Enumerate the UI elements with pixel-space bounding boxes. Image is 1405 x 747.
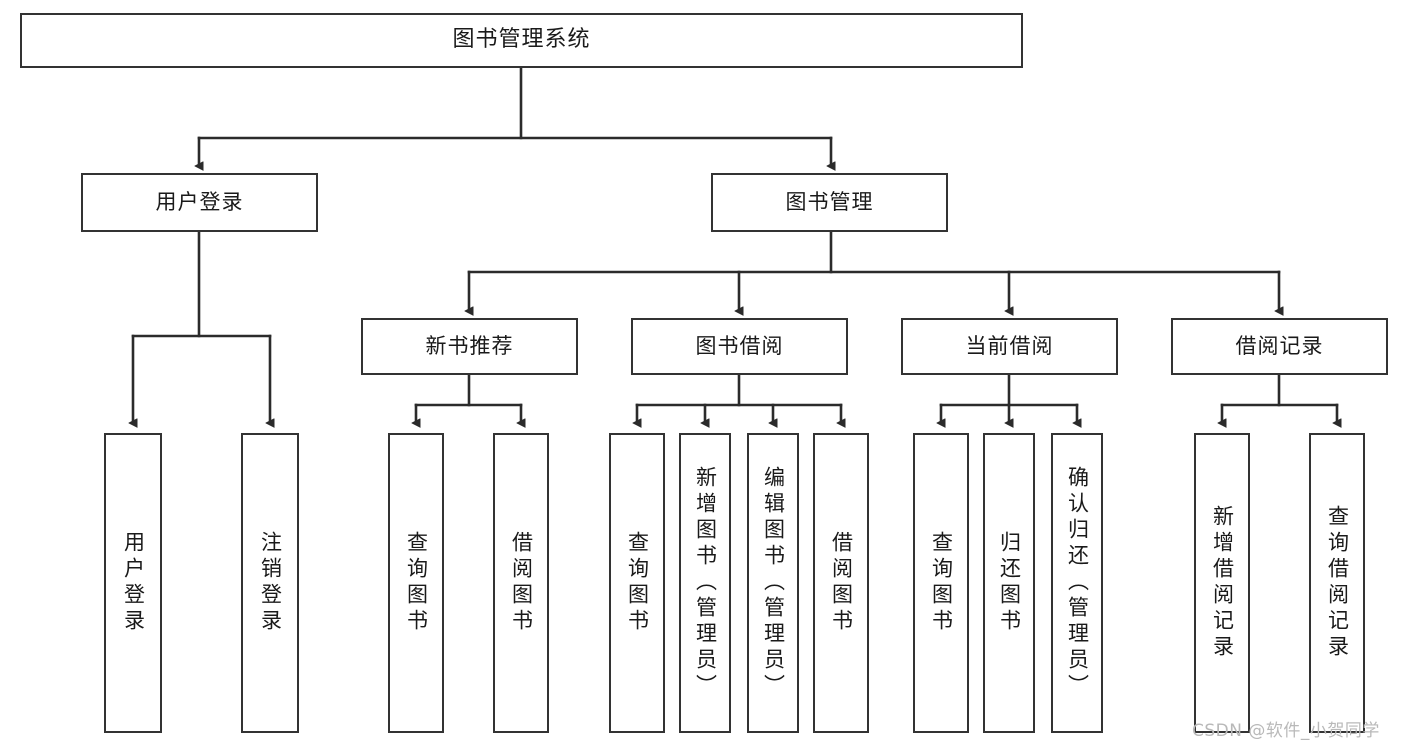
leaf-query-book-borrow[interactable]: 查询图书 <box>609 433 665 733</box>
leaf-user-login[interactable]: 用户登录 <box>104 433 162 733</box>
node-book-management[interactable]: 图书管理 <box>711 173 948 232</box>
node-book-borrow[interactable]: 图书借阅 <box>631 318 848 375</box>
node-user-login[interactable]: 用户登录 <box>81 173 318 232</box>
node-new-book-recommend[interactable]: 新书推荐 <box>361 318 578 375</box>
leaf-add-book-admin[interactable]: 新增图书（管理员） <box>679 433 731 733</box>
leaf-borrow-book-recommend[interactable]: 借阅图书 <box>493 433 549 733</box>
leaf-edit-book-admin[interactable]: 编辑图书（管理员） <box>747 433 799 733</box>
node-borrow-record[interactable]: 借阅记录 <box>1171 318 1388 375</box>
leaf-borrow-book[interactable]: 借阅图书 <box>813 433 869 733</box>
node-current-borrow[interactable]: 当前借阅 <box>901 318 1118 375</box>
leaf-logout-login[interactable]: 注销登录 <box>241 433 299 733</box>
leaf-confirm-return-admin[interactable]: 确认归还（管理员） <box>1051 433 1103 733</box>
leaf-return-book[interactable]: 归还图书 <box>983 433 1035 733</box>
leaf-query-book-recommend[interactable]: 查询图书 <box>388 433 444 733</box>
csdn-watermark: CSDN @软件_小贺同学 <box>1192 721 1380 741</box>
node-root-system[interactable]: 图书管理系统 <box>20 13 1023 68</box>
leaf-query-borrow-record[interactable]: 查询借阅记录 <box>1309 433 1365 733</box>
leaf-add-borrow-record[interactable]: 新增借阅记录 <box>1194 433 1250 733</box>
leaf-query-book-current[interactable]: 查询图书 <box>913 433 969 733</box>
